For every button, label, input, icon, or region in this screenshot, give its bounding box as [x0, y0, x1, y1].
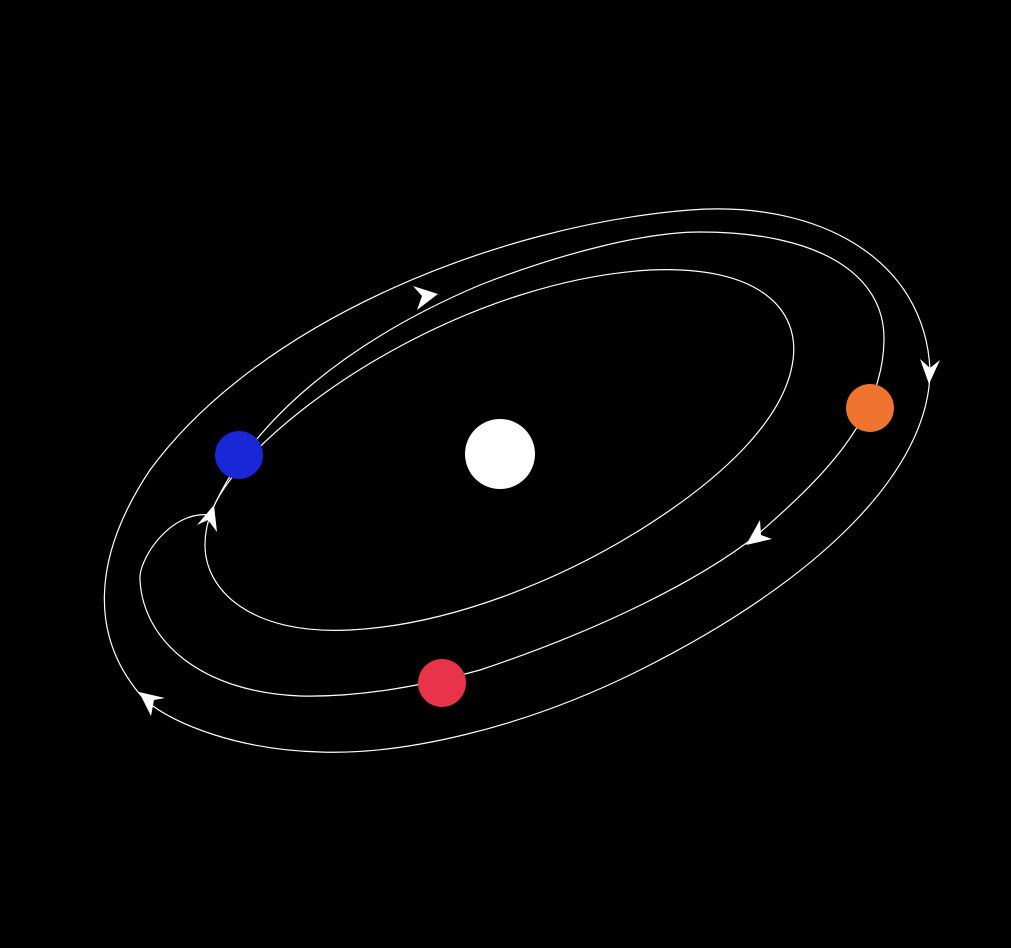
orange-planet: [846, 384, 894, 432]
inner-orbit-arrow: [197, 505, 217, 532]
outer-orbit-arrow-bottom-left: [139, 692, 165, 716]
outer-orbit-arrow-top: [413, 286, 438, 310]
central-star: [465, 419, 535, 489]
red-planet: [418, 659, 466, 707]
outer-orbit: [103, 208, 931, 753]
middle-orbit-arrow: [746, 520, 772, 545]
blue-planet: [215, 431, 263, 479]
middle-orbit: [139, 231, 885, 697]
inner-orbit: [204, 269, 795, 631]
outer-orbit-arrow-right: [920, 359, 940, 384]
